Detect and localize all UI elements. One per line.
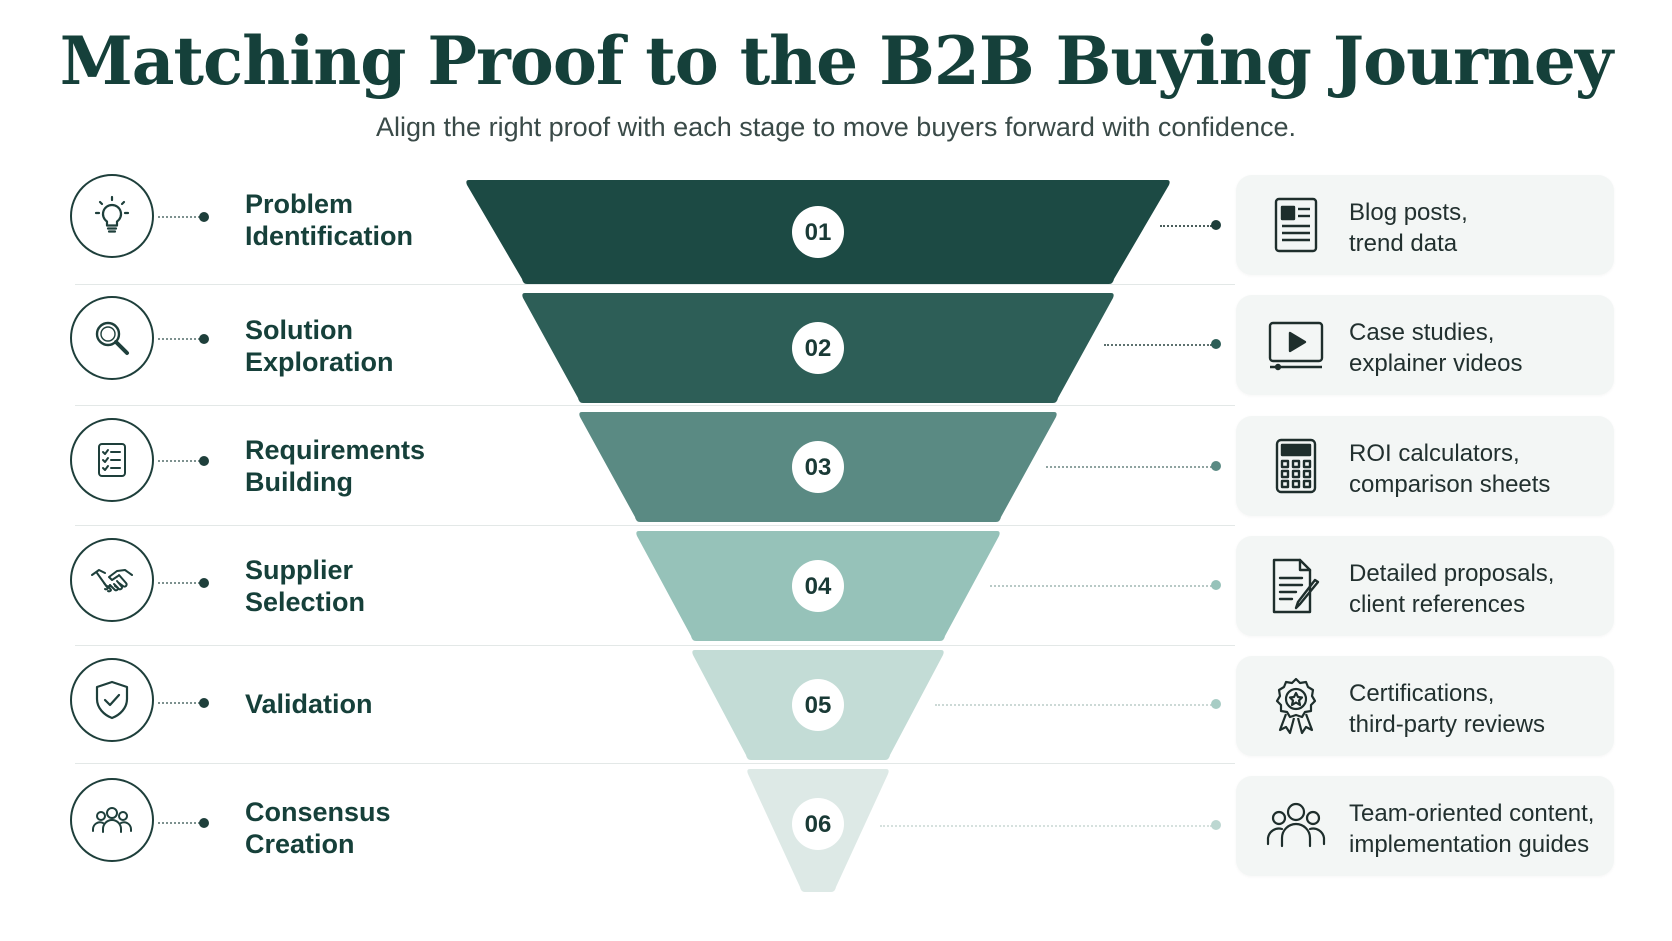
row-divider — [75, 405, 1235, 406]
connector-line — [880, 825, 1212, 827]
stage-number: 04 — [805, 573, 832, 600]
stage-number-badge — [792, 441, 844, 493]
connector-line — [158, 460, 200, 462]
stage-number-badge — [792, 322, 844, 374]
connector-dot — [199, 578, 209, 588]
connector-line — [1160, 225, 1212, 227]
connector-line — [1104, 344, 1212, 346]
connector-dot — [199, 212, 209, 222]
row-divider — [75, 525, 1235, 526]
stage-number: 01 — [805, 219, 832, 246]
connector-dot — [1211, 699, 1221, 709]
lightbulb-icon — [70, 174, 154, 258]
connector-dot — [199, 818, 209, 828]
proof-card-case-studies: Case studies, explainer videos — [1236, 295, 1614, 395]
proof-text-line: Blog posts, — [1349, 199, 1468, 226]
proof-card-blog-posts: Blog posts, trend data — [1236, 175, 1614, 275]
proposal-pen-icon — [1272, 558, 1320, 614]
connector-line — [1046, 466, 1212, 468]
connector-line — [935, 704, 1212, 706]
proof-text-line: Certifications, — [1349, 680, 1495, 707]
connector-dot — [1211, 580, 1221, 590]
proof-text-line: comparison sheets — [1349, 471, 1551, 498]
stage-label-supplier-selection: Supplier Selection — [245, 555, 366, 617]
proof-text-line: ROI calculators, — [1349, 440, 1520, 467]
connector-line — [158, 216, 200, 218]
connector-dot — [199, 698, 209, 708]
proof-text-line: trend data — [1349, 230, 1458, 257]
proof-text-line: Detailed proposals, — [1349, 560, 1555, 587]
stage-label-consensus-creation: Consensus Creation — [245, 797, 391, 859]
connector-line — [158, 822, 200, 824]
video-player-icon — [1268, 321, 1324, 371]
document-icon — [1274, 197, 1318, 253]
proof-text-line: explainer videos — [1349, 350, 1523, 377]
page-subtitle: Align the right proof with each stage to… — [376, 112, 1296, 142]
stage-label-problem-identification: Problem Identification — [245, 189, 413, 251]
connector-dot — [199, 334, 209, 344]
connector-line — [158, 582, 200, 584]
stage-number-badge — [792, 679, 844, 731]
connector-dot — [1211, 220, 1221, 230]
proof-text-line: Case studies, — [1349, 319, 1495, 346]
calculator-icon — [1275, 438, 1317, 494]
connector-dot — [1211, 339, 1221, 349]
checklist-icon — [70, 418, 154, 502]
proof-card-detailed-proposals: Detailed proposals, client references — [1236, 536, 1614, 636]
connector-line — [158, 338, 200, 340]
proof-text-line: implementation guides — [1349, 831, 1590, 858]
stage-label-validation: Validation — [245, 689, 373, 719]
connector-line — [990, 585, 1212, 587]
award-badge-icon — [1275, 677, 1317, 735]
connector-dot — [1211, 461, 1221, 471]
row-divider — [75, 284, 1235, 285]
handshake-icon — [70, 538, 154, 622]
connector-dot — [1211, 820, 1221, 830]
proof-card-team-content: Team-oriented content, implementation gu… — [1236, 776, 1614, 876]
proof-card-roi-calculators: ROI calculators, comparison sheets — [1236, 416, 1614, 516]
proof-card-certifications: Certifications, third-party reviews — [1236, 656, 1614, 756]
stage-number-badge — [792, 206, 844, 258]
stage-number-badge — [792, 560, 844, 612]
row-divider — [75, 645, 1235, 646]
stage-number: 03 — [805, 454, 832, 481]
row-divider — [75, 763, 1235, 764]
connector-dot — [199, 456, 209, 466]
shield-check-icon — [70, 658, 154, 742]
connector-line — [158, 702, 200, 704]
stage-label-requirements-building: Requirements Building — [245, 435, 426, 497]
group-icon — [1266, 802, 1326, 848]
proof-text-line: third-party reviews — [1349, 711, 1546, 738]
stage-number: 06 — [805, 811, 832, 838]
team-icon — [70, 778, 154, 862]
page-title: Matching Proof to the B2B Buying Journey — [59, 22, 1614, 100]
magnifier-icon — [70, 296, 154, 380]
proof-text-line: Team-oriented content, — [1349, 800, 1595, 827]
stage-number-badge — [792, 798, 844, 850]
stage-number: 02 — [805, 335, 832, 362]
stage-label-solution-exploration: Solution Exploration — [245, 315, 394, 377]
stage-number: 05 — [805, 692, 832, 719]
proof-text-line: client references — [1349, 591, 1526, 618]
